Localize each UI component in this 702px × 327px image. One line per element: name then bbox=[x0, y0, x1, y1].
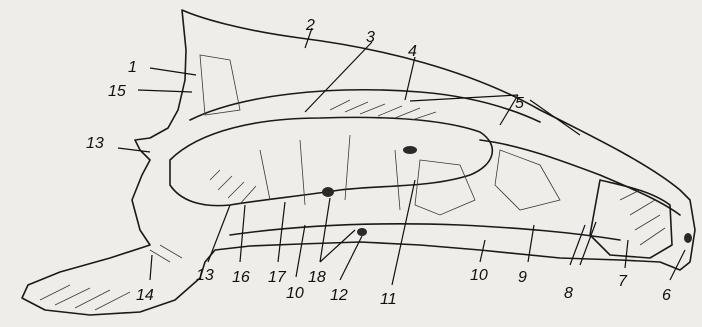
label-10b: 10 bbox=[470, 267, 488, 284]
premaxilla bbox=[590, 180, 672, 258]
label-6: 6 bbox=[662, 287, 671, 304]
label-13b: 13 bbox=[196, 267, 214, 284]
label-3: 3 bbox=[366, 29, 375, 46]
suture-2 bbox=[415, 160, 475, 215]
label-15: 15 bbox=[108, 83, 126, 100]
label-11: 11 bbox=[380, 291, 397, 308]
foramen-2 bbox=[357, 228, 367, 236]
suture-4 bbox=[495, 150, 560, 210]
foramen-3 bbox=[684, 233, 692, 243]
label-12: 12 bbox=[330, 287, 348, 304]
label-17: 17 bbox=[268, 269, 287, 286]
label-8: 8 bbox=[564, 285, 573, 302]
label-14: 14 bbox=[136, 287, 154, 304]
suture-3 bbox=[200, 55, 240, 115]
label-2: 2 bbox=[305, 17, 315, 34]
label-5: 5 bbox=[515, 95, 524, 112]
label-1: 1 bbox=[128, 59, 137, 76]
leader-lines bbox=[118, 28, 685, 285]
label-18: 18 bbox=[308, 269, 326, 286]
label-9: 9 bbox=[518, 269, 527, 286]
label-4: 4 bbox=[408, 43, 417, 60]
foramen-4 bbox=[403, 146, 417, 154]
label-7: 7 bbox=[618, 273, 628, 290]
maxilla-region bbox=[480, 140, 680, 215]
label-10a: 10 bbox=[286, 285, 304, 302]
jaw-line bbox=[230, 224, 620, 240]
label-16: 16 bbox=[232, 269, 250, 286]
foramen-1 bbox=[322, 187, 334, 197]
label-13a: 13 bbox=[86, 135, 104, 152]
